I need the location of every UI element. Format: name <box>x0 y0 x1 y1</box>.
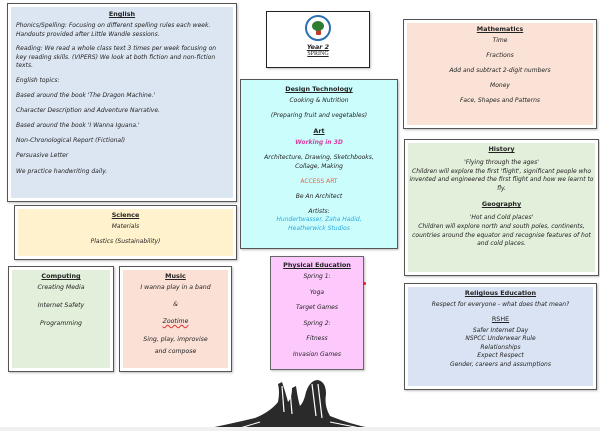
header-logo-card: Year 2 SPRING <box>266 11 370 68</box>
science-item: Materials <box>111 223 140 230</box>
maths-title: Mathematics <box>476 25 524 33</box>
re-line: Respect for everyone - what does that me… <box>431 301 570 308</box>
geography-topic: 'Hot and Cold places' <box>469 214 534 222</box>
art-title: Art <box>313 127 325 135</box>
maths-item: Fractions <box>486 52 514 59</box>
science-title: Science <box>111 211 140 219</box>
pe-panel: Physical Education Spring 1: Yoga Target… <box>270 256 364 370</box>
re-rshe-panel: Religious Education Respect for everyone… <box>404 283 597 390</box>
rshe-title: RSHE <box>491 314 510 323</box>
music-line: Sing, play, improvise <box>143 336 208 343</box>
tree-highlights <box>281 383 323 419</box>
english-topic: Non-Chronological Report (Fictional) <box>16 137 126 145</box>
pe-title: Physical Education <box>283 261 351 269</box>
english-topic: Based around the book 'I Wanna Iguana.' <box>16 122 140 130</box>
dt-line: (Preparing fruit and vegetables) <box>270 112 368 119</box>
maths-item: Face, Shapes and Patterns <box>459 97 541 104</box>
music-line: Zootime <box>162 318 189 325</box>
red-marker-dot <box>363 282 366 285</box>
pe-item: Spring 1: <box>303 273 331 280</box>
art-unit: Working in 3D <box>295 139 343 146</box>
computing-panel: Computing Creating Media Internet Safety… <box>8 266 114 372</box>
history-topic: 'Flying through the ages' <box>464 159 539 166</box>
rshe-item: Safer Internet Day <box>472 326 529 334</box>
rshe-item: Expect Respect <box>477 352 524 360</box>
english-panel: English Phonics/Spelling: Focusing on di… <box>7 3 237 202</box>
rshe-item: NSPCC Underwear Rule <box>465 335 536 343</box>
tree-trunk-shape <box>200 380 380 431</box>
science-panel: Science Materials Plastics (Sustainabili… <box>14 205 237 260</box>
geography-desc: Children will explore north and south po… <box>412 222 591 248</box>
computing-item: Creating Media <box>37 284 85 291</box>
dt-art-panel: Design Technology Cooking & Nutrition (P… <box>240 79 398 249</box>
english-phonics: Phonics/Spelling: Focusing on different … <box>16 22 211 38</box>
history-geography-panel: History 'Flying through the ages' Childr… <box>404 139 599 276</box>
art-desc: Architecture, Drawing, Sketchbooks, <box>264 154 374 161</box>
pe-item: Yoga <box>309 288 325 296</box>
music-panel: Music I wanna play in a band & Zootime S… <box>119 266 232 372</box>
page-bottom-edge <box>0 427 600 431</box>
english-title: English <box>108 10 136 18</box>
maths-item: Add and subtract 2-digit numbers <box>449 67 551 74</box>
english-topic: Persuasive Letter <box>16 152 69 160</box>
year-label: Year 2 <box>306 43 330 51</box>
history-desc: Children will explore the first 'flight'… <box>409 167 594 192</box>
art-project: Be An Architect <box>295 192 343 200</box>
maths-item: Time <box>492 37 508 44</box>
computing-title: Computing <box>41 272 81 280</box>
rshe-item: Relationships <box>480 343 521 351</box>
school-crest-icon <box>305 15 331 41</box>
term-label: SPRING <box>307 51 329 57</box>
art-artists-label: Artists: <box>308 207 330 215</box>
dt-line: Cooking & Nutrition <box>289 97 349 104</box>
pe-item: Invasion Games <box>293 350 341 358</box>
music-ampersand: & <box>173 301 178 308</box>
english-topic: We practice handwriting daily. <box>16 167 108 175</box>
science-item: Plastics (Sustainability) <box>90 238 161 245</box>
dt-title: Design Technology <box>285 85 353 93</box>
music-line: and compose <box>154 348 197 355</box>
art-desc: Collage, Making <box>295 162 343 170</box>
maths-item: Money <box>490 82 510 89</box>
rshe-item: Gender, careers and assumptions <box>450 360 551 368</box>
music-line: I wanna play in a band <box>140 284 211 291</box>
art-source: ACCESS ART <box>300 177 338 185</box>
english-reading: Reading: We read a whole class text 3 ti… <box>16 45 217 70</box>
english-topic: Character Description and Adventure Narr… <box>16 107 160 115</box>
computing-item: Internet Safety <box>37 302 85 309</box>
english-topics-heading: English topics: <box>16 76 60 84</box>
english-topic: Based around the book 'The Dragon Machin… <box>16 92 156 100</box>
geography-title: Geography <box>481 200 522 209</box>
art-artists: Hundertwasser, Zaha Hadid, <box>276 216 362 224</box>
pe-item: Target Games <box>296 304 338 311</box>
music-title: Music <box>165 272 186 280</box>
history-title: History <box>488 145 515 153</box>
tree-illustration <box>200 380 380 431</box>
pe-item: Fitness <box>306 335 328 342</box>
pe-item: Spring 2: <box>303 319 331 327</box>
re-title: Religious Education <box>464 289 537 297</box>
art-artists: Heatherwick Studios <box>288 224 350 232</box>
computing-item: Programming <box>40 320 82 327</box>
maths-panel: Mathematics Time Fractions Add and subtr… <box>403 19 597 129</box>
